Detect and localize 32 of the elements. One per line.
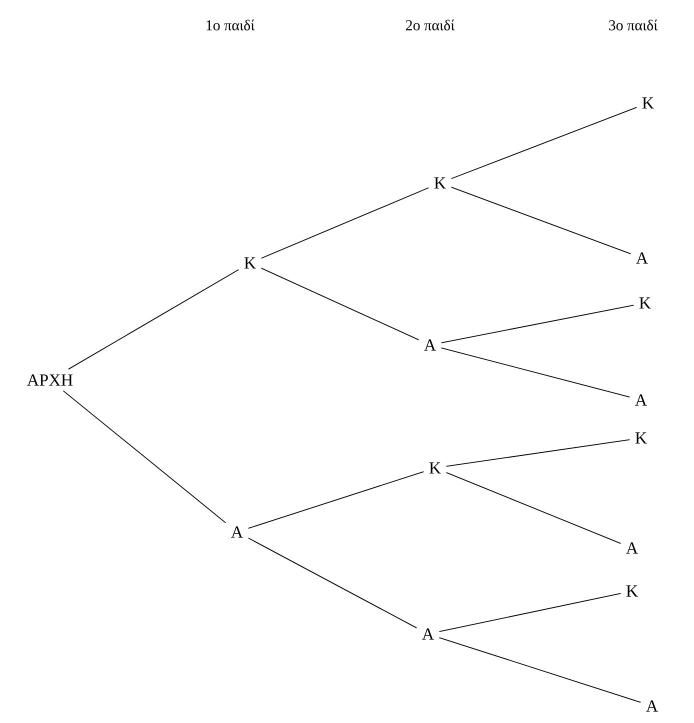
branch-line bbox=[446, 439, 630, 467]
branch-line bbox=[450, 106, 638, 180]
branch-line bbox=[440, 304, 634, 344]
branch-line bbox=[450, 186, 632, 254]
tree-label: Α bbox=[626, 542, 638, 554]
column-heading: 2ο παιδί bbox=[406, 20, 455, 30]
branch-line bbox=[260, 268, 420, 340]
tree-label: Κ bbox=[626, 585, 638, 597]
tree-label: Α bbox=[424, 339, 436, 351]
branch-line bbox=[438, 592, 622, 632]
branch-line bbox=[248, 538, 418, 628]
tree-label: Α bbox=[422, 628, 434, 640]
branch-line bbox=[438, 637, 642, 703]
tree-label: Α bbox=[646, 700, 658, 712]
tree-label: Κ bbox=[639, 297, 651, 309]
tree-label: Α bbox=[635, 394, 648, 406]
branch-line bbox=[62, 390, 226, 524]
column-heading: 1ο παιδί bbox=[206, 20, 255, 30]
tree-label: Κ bbox=[434, 177, 446, 189]
tree-label: ΑΡΧΗ bbox=[27, 374, 73, 386]
tree-label: Α bbox=[231, 526, 244, 538]
tree-label: Κ bbox=[429, 462, 441, 474]
tree-label: Α bbox=[636, 252, 648, 264]
branch-line bbox=[446, 472, 622, 544]
branch-line bbox=[248, 471, 424, 529]
branch-line bbox=[260, 187, 430, 259]
branch-line bbox=[440, 348, 630, 398]
column-heading: 3ο παιδί bbox=[609, 20, 658, 30]
tree-label: Κ bbox=[635, 432, 647, 444]
branch-line bbox=[68, 269, 240, 370]
tree-label: Κ bbox=[642, 97, 654, 109]
tree-label: Κ bbox=[244, 257, 256, 269]
